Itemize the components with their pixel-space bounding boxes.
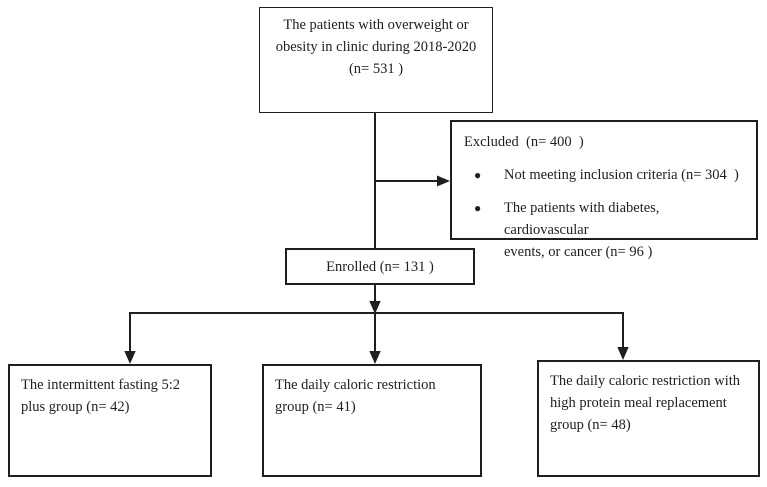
arrowhead-right-group (617, 347, 629, 360)
excluded-title: Excluded (n= 400 ) (464, 134, 584, 150)
enrolled-box-text: Enrolled (n= 131 ) (326, 258, 434, 275)
group-box-daily-caloric-restriction: The daily caloric restriction group (n= … (262, 364, 482, 477)
bullet-icon: ● (474, 168, 482, 182)
population-box: The patients with overweight or obesity … (259, 7, 493, 113)
excluded-bullet-row: ● Not meeting inclusion criteria (n= 304… (474, 164, 746, 186)
group-box-intermittent-fasting: The intermittent fasting 5:2 plus group … (8, 364, 212, 477)
excluded-box: Excluded (n= 400 ) ● Not meeting inclusi… (450, 120, 758, 260)
enrolled-box: Enrolled (n= 131 ) (285, 248, 475, 285)
group-box-3-text: The daily caloric restriction with high … (550, 373, 741, 433)
excluded-bullet-1-text: Not meeting inclusion criteria (n= 304 ) (504, 167, 739, 183)
group-box-2-text: The daily caloric restriction group (n= … (275, 377, 436, 415)
excluded-bullet-2-text: The patients with diabetes, cardiovascul… (504, 200, 660, 260)
group-box-caloric-restriction-meal-replacement: The daily caloric restriction with high … (537, 360, 760, 477)
arrowhead-left-group (124, 351, 136, 364)
arrowhead-center-group (369, 351, 381, 364)
population-box-text: The patients with overweight or obesity … (275, 17, 477, 77)
bullet-icon: ● (474, 201, 482, 215)
excluded-bullet-row: ● The patients with diabetes, cardiovasc… (474, 197, 746, 263)
arrowhead-excluded (437, 175, 450, 187)
group-box-1-text: The intermittent fasting 5:2 plus group … (21, 377, 181, 415)
arrowhead-split-center (369, 301, 381, 314)
